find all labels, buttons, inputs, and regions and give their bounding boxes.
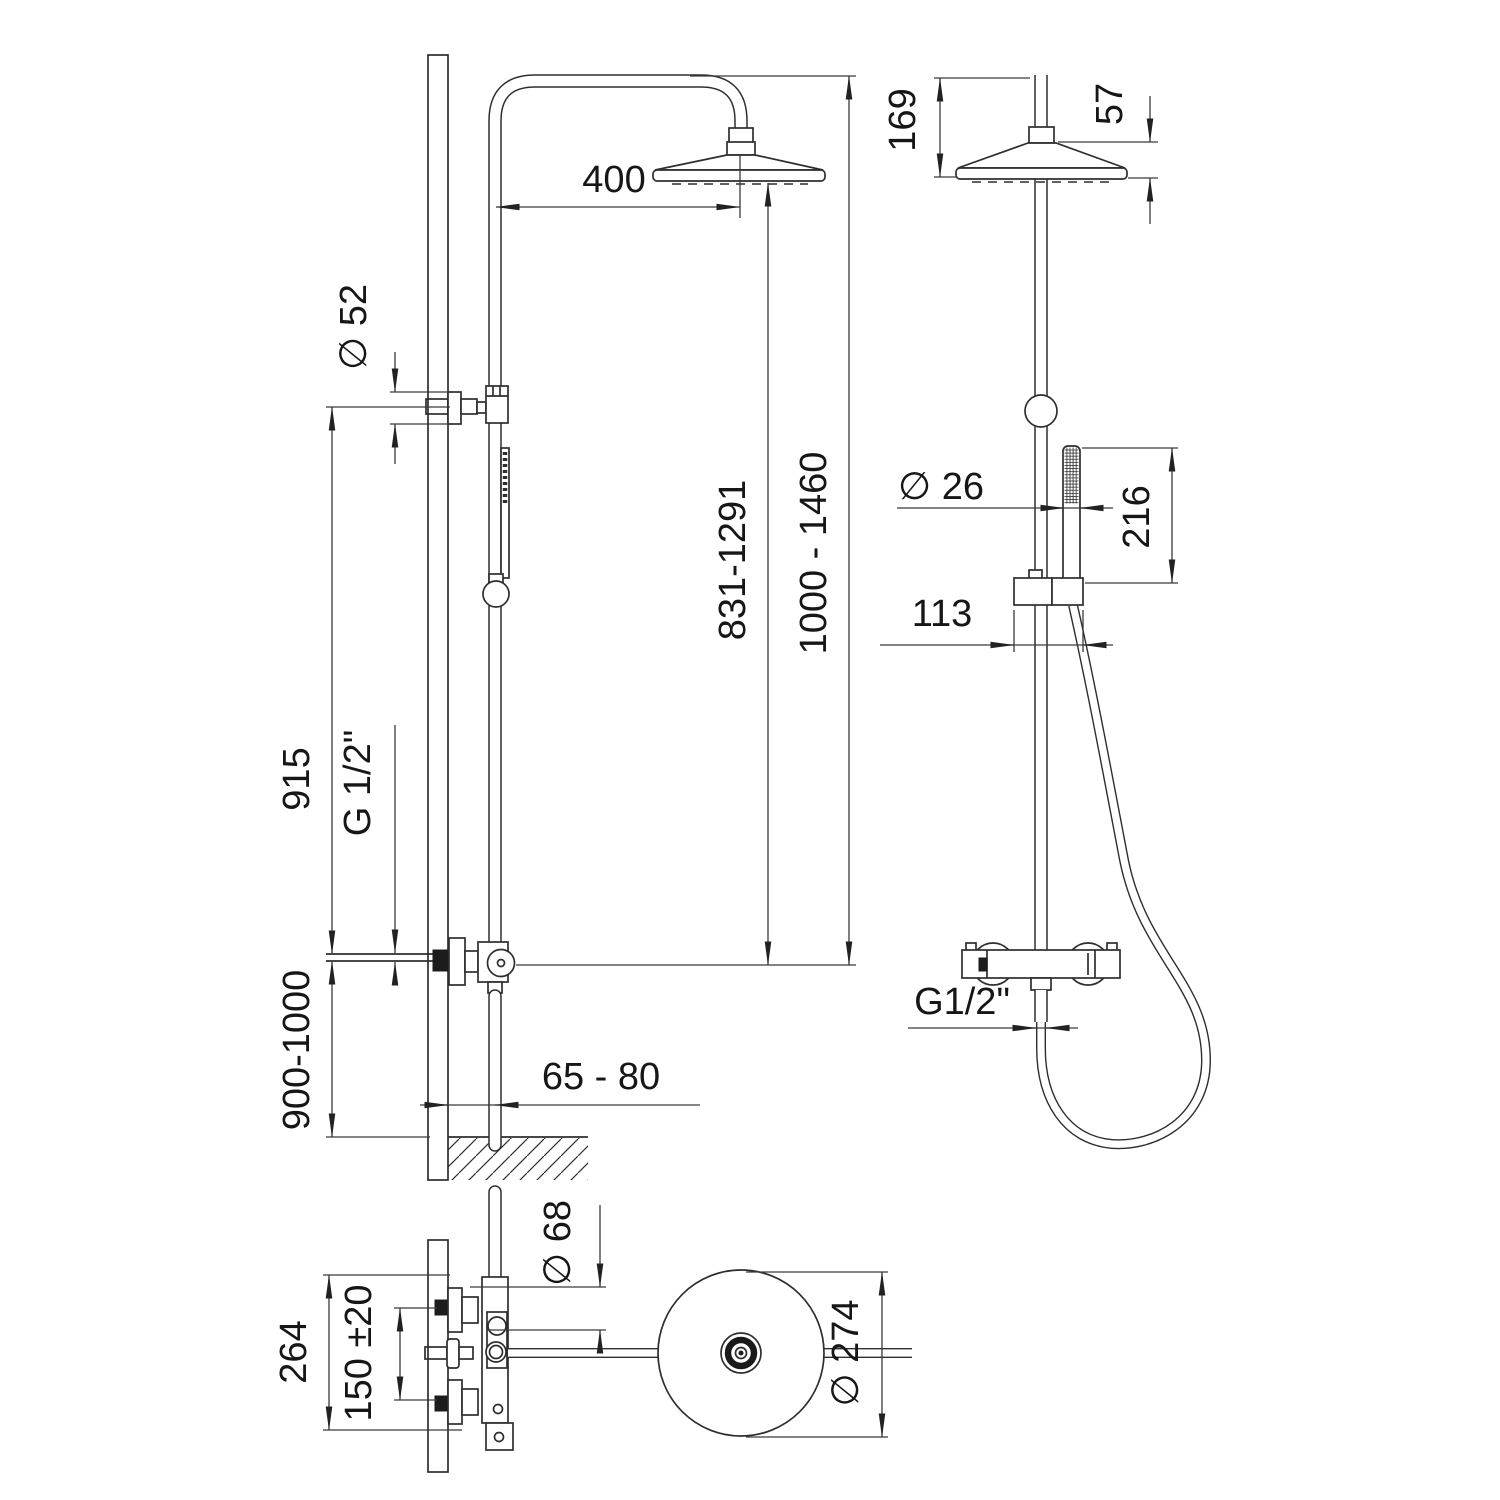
dim-supply-centres: 150 ±20 bbox=[338, 1284, 380, 1421]
side-view bbox=[955, 75, 1212, 1150]
slider-knob bbox=[482, 580, 510, 608]
wall-bracket-front bbox=[425, 385, 509, 425]
hand-shower-front bbox=[482, 447, 510, 608]
dim-outlet-thread: G1/2" bbox=[914, 981, 1010, 1023]
dim-escutcheon-diameter: ∅ 68 bbox=[537, 1200, 579, 1286]
floor-hatch bbox=[448, 1138, 588, 1180]
dim-wall-to-riser: 65 - 80 bbox=[542, 1056, 660, 1098]
hub-ring bbox=[724, 1336, 758, 1370]
holder-right bbox=[1051, 577, 1084, 606]
dim-holder-width: 113 bbox=[912, 593, 973, 635]
wall-section-front bbox=[427, 54, 588, 1181]
ball-joint bbox=[1024, 394, 1058, 428]
dim-mixer-to-head: 831-1291 bbox=[712, 480, 754, 641]
dim-mixer-overall: 264 bbox=[273, 1320, 315, 1383]
dim-mixer-to-top: 1000 - 1460 bbox=[793, 452, 835, 655]
dim-arm-reach: 400 bbox=[582, 159, 645, 201]
supply-fitting-top bbox=[434, 1299, 450, 1316]
temperature-knob bbox=[486, 948, 516, 978]
dim-hand-shower-diameter: ∅ 26 bbox=[898, 466, 984, 508]
mixer-plan bbox=[424, 1276, 514, 1451]
dim-head-overall-height: 169 bbox=[882, 88, 924, 151]
dim-bracket-to-mixer: 915 bbox=[276, 747, 318, 810]
supply-fitting bbox=[432, 949, 450, 972]
plan-view bbox=[424, 1185, 912, 1473]
hand-shower-spray-face bbox=[1064, 447, 1079, 504]
dim-head-body-height: 57 bbox=[1089, 83, 1131, 125]
riser-and-arm-front bbox=[488, 74, 748, 950]
dimension-labels: 400 ∅ 52 915 G 1/2" 900-1000 65 - 80 831… bbox=[273, 83, 1158, 1422]
mixer-side bbox=[961, 942, 1121, 1022]
mixer-front bbox=[326, 937, 516, 994]
rain-head-plan bbox=[657, 1269, 825, 1437]
dim-supply-thread: G 1/2" bbox=[337, 730, 379, 836]
holder-left bbox=[1013, 577, 1053, 606]
rain-head-front bbox=[652, 127, 826, 185]
hose-side bbox=[1036, 603, 1212, 1150]
dimension-lines bbox=[323, 75, 1178, 1438]
dim-bracket-diameter: ∅ 52 bbox=[333, 284, 375, 370]
front-view bbox=[326, 54, 826, 1181]
dim-hand-shower-length: 216 bbox=[1116, 485, 1158, 548]
supply-fitting-bottom bbox=[434, 1395, 450, 1412]
rain-head-side bbox=[955, 126, 1128, 183]
hand-shower-side bbox=[1013, 445, 1084, 606]
dim-mixer-install-height: 900-1000 bbox=[276, 970, 318, 1131]
dim-head-diameter: ∅ 274 bbox=[825, 1299, 867, 1406]
